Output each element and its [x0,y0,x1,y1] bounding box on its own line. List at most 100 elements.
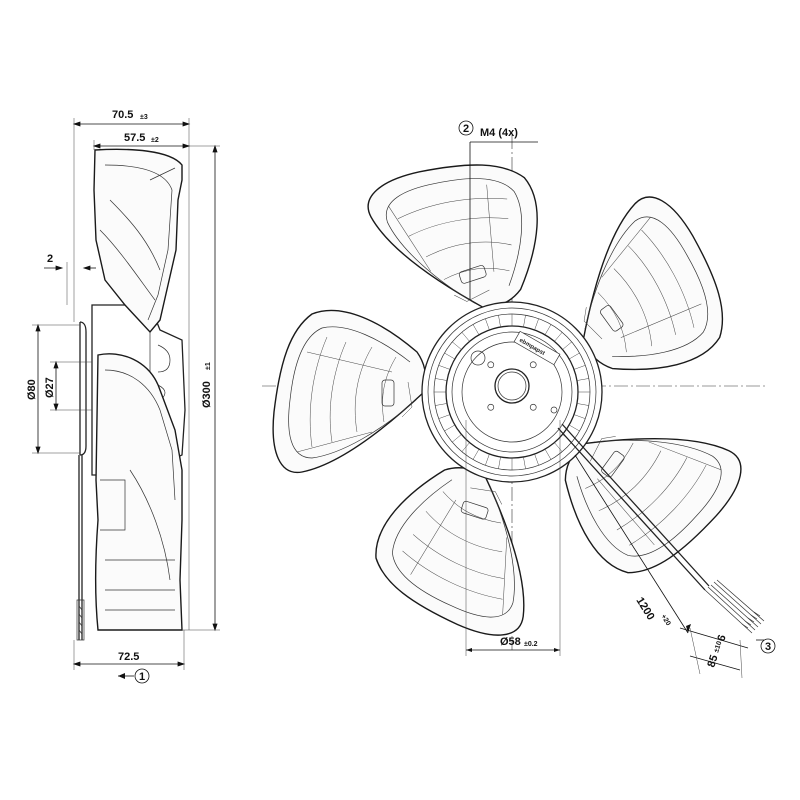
fan-blade [272,309,427,474]
cable-length-tol: +20 [659,613,671,627]
mounting-hole [487,403,495,411]
hub-rib [452,341,462,350]
dim-diameter-300: Ø300 [201,381,213,408]
blade-outline [367,164,538,310]
blade-rib [354,346,373,433]
hub-rib [569,424,580,432]
hub-rib [554,332,563,342]
hub-rib [438,365,451,370]
callout-airflow: 1 [139,671,145,683]
blade-outline [564,438,742,574]
hub-rib [498,315,501,328]
callout-cable: 3 [765,641,771,653]
side-mounting-plate [79,321,87,456]
hub-rib [452,434,462,443]
dim-diameter-27: Ø27 [44,377,56,398]
fan-blade [367,164,538,310]
blade-rib [598,450,662,511]
blade-rib [412,534,504,579]
dim-overall-depth-tol: ±3 [140,114,148,121]
mounting-hole [487,361,495,369]
hub-rib [562,341,572,350]
front-view: ebmpapst 2 M4 (4x) Ø58 ±0.2 [262,120,776,679]
fan-blade [375,467,525,636]
mounting-hole [529,361,537,369]
blade-inner-edge [288,326,417,459]
hub-rib [485,453,490,466]
dim-depth-to-rotor: 57.5 [124,132,145,144]
blade-rib [425,241,512,258]
hub-rib [472,324,480,335]
side-dimensions: 70.5 ±3 57.5 ±2 2 Ø80 Ø2 [26,109,220,684]
blade-rib [486,184,495,272]
front-dimensions: 2 M4 (4x) Ø58 ±0.2 1200 +20 6 85 ±10 [458,120,776,679]
callout-cable-circle [760,638,776,654]
fan-blade [564,436,742,574]
blade-outline [582,196,724,371]
blade-rib [620,303,702,338]
hub-rib [523,315,526,328]
mounting-holes [487,361,537,411]
blade-pocket [460,500,489,520]
side-blade-lower [95,353,183,631]
side-cable [78,455,83,640]
blade-rib [401,381,413,418]
blade-outline [375,467,525,636]
hub-rib [569,352,580,360]
hub-rib [444,424,455,432]
side-view: 70.5 ±3 57.5 ±2 2 Ø80 Ø2 [26,109,220,684]
hub-rib [444,352,455,360]
strip-length-long: 85 [705,654,720,669]
hub: ebmpapst [421,301,603,483]
dim-offset: 2 [47,253,53,265]
strip-length-long-tol: ±10 [713,640,723,653]
hub-bore [494,368,530,404]
hub-rib [438,414,451,419]
blade-rib [641,229,695,328]
blade-group [272,164,742,636]
side-cable-end [76,599,85,641]
hub-rib [461,442,470,452]
blade-inner-edge [392,479,515,618]
blade-rib [585,442,634,489]
blade-rib [306,351,393,373]
blade-rib [382,356,397,423]
fan-blade [582,196,724,371]
hub-rib [523,456,526,469]
blade-rib [443,267,510,280]
hub-diameter-tol: ±0.2 [524,641,538,648]
strip-length-short: 6 [715,633,728,643]
blade-rib [454,289,490,302]
dim-diameter-80: Ø80 [26,379,38,400]
blade-inner-edge [576,439,722,557]
blade-rib [601,216,651,278]
hub-rib [544,324,552,335]
blade-inner-edge [584,216,709,357]
blade-pocket [600,305,624,332]
hub-rib [534,318,539,331]
mounting-hole [529,403,537,411]
hub-label-box [513,330,561,366]
callout-airflow-circle [134,668,150,684]
blade-rib [613,268,652,347]
hub-rib [573,414,586,419]
hub-rib [544,449,552,460]
blade-rib [597,292,627,353]
blade-rib [583,307,603,340]
dim-bottom-depth: 72.5 [118,651,139,663]
hub-rib [435,378,448,381]
hub-rib [576,378,589,381]
callout-thread: 2 [463,123,469,135]
blade-rib [470,487,503,505]
hub-rib [435,403,448,406]
cable-length: 1200 [633,595,656,622]
blade-rib [502,537,508,616]
side-blade-lower-inner [100,369,176,611]
thread-label: M4 (4x) [480,127,518,139]
blade-rib [402,550,503,600]
dim-overall-depth: 70.5 [112,109,133,121]
blade-rib [590,436,616,462]
hub-rib [573,365,586,370]
hub-rib [498,456,501,469]
blade-rib [597,478,655,546]
